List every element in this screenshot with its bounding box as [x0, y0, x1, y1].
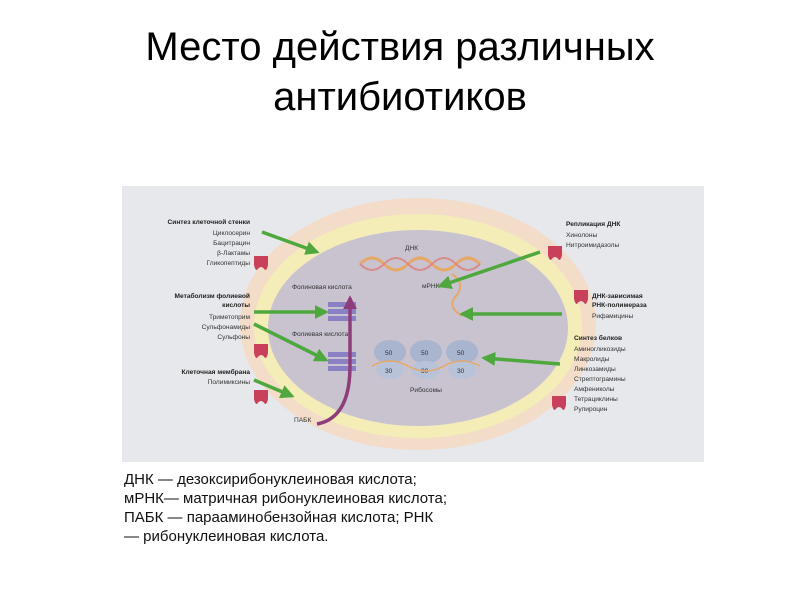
protein-item-1: Аминогликозиды [574, 346, 626, 353]
cell-wall-item-1: Циклосерин [213, 230, 250, 237]
protein-synthesis-heading: Синтез белков [574, 334, 622, 342]
legend-line-3: ПАБК — парааминобензойная кислота; РНК [124, 509, 434, 526]
folate-heading-2: кислоты [222, 302, 250, 309]
protein-item-3: Линкозамиды [574, 366, 616, 373]
paba-label: ПАБК [294, 417, 311, 424]
dna-label: ДНК [405, 245, 418, 252]
protein-item-7: Рупироцин [574, 406, 608, 413]
ribosome-3-large: 50 [457, 350, 465, 357]
folate-item-1: Триметоприм [209, 314, 251, 321]
protein-synthesis-group: Синтез белков Аминогликозиды Макролиды Л… [552, 334, 626, 413]
paba-arrow [316, 295, 357, 426]
cell-wall-item-4: Гликопептиды [207, 260, 251, 267]
title-line-1: Место действия различных [145, 25, 655, 69]
title-line-2: антибиотиков [273, 75, 527, 119]
mrna-label: мРНК [422, 283, 440, 290]
dna-replication-item-2: Нитроимидазолы [566, 242, 619, 249]
folinic-acid-label: Фолиновая кислота [292, 284, 352, 291]
arrow-protein-synthesis [481, 351, 561, 366]
rna-polymerase-heading-1: ДНК-зависимая [592, 293, 643, 300]
dna-replication-heading: Репликация ДНК [566, 221, 621, 228]
dna-replication-group: Репликация ДНК Хинолоны Нитроимидазолы [548, 221, 621, 260]
legend-line-1: ДНК — дезоксирибонуклеиновая кислота; [124, 471, 417, 488]
ribosome-1: 50 30 [374, 340, 406, 379]
cell-wall-synthesis-heading: Синтез клеточной стенки [168, 218, 251, 226]
protein-item-5: Амфениколы [574, 386, 615, 393]
mrna-ribosome-strand [371, 360, 481, 372]
dna-replication-item-1: Хинолоны [566, 232, 597, 239]
legend-line-2: мРНК— матричная рибонуклеиновая кислота; [124, 490, 447, 507]
cell-wall-item-2: Бацитрацин [213, 240, 250, 247]
antibiotic-action-diagram: ДНК мРНК Фолиновая кислота Фолиевая кисл… [122, 186, 704, 462]
slide-title: Место действия различных антибиотиков [0, 22, 800, 122]
ribosome-2-large: 50 [421, 350, 429, 357]
rna-polymerase-group: ДНК-зависимая РНК-полимераза Рифамицины [574, 290, 647, 320]
folic-acid-label: Фолиевая кислота [292, 331, 348, 338]
ribosomes-label: Рибосомы [410, 386, 442, 394]
arrow-membrane [253, 378, 295, 399]
membrane-heading: Клеточная мембрана [181, 368, 250, 376]
arrow-cell-wall [261, 230, 320, 255]
membrane-item-1: Полимиксины [208, 379, 251, 386]
arrow-folate-2 [253, 322, 329, 362]
ribosome-1-small: 30 [385, 368, 393, 375]
dna-helix [358, 256, 482, 272]
cell-wall-synthesis-group: Синтез клеточной стенки Циклосерин Бацит… [168, 218, 268, 270]
arrow-dna-replication [437, 250, 541, 290]
ribosome-2: 50 30 [410, 340, 442, 379]
protein-item-2: Макролиды [574, 356, 610, 363]
protein-item-6: Тетрациклины [574, 396, 618, 403]
folate-item-2: Сульфонамиды [202, 324, 251, 331]
ribosome-3-small: 30 [457, 368, 465, 375]
protein-item-4: Стрептограмины [574, 376, 626, 383]
cytoplasm [268, 230, 568, 426]
folate-heading-1: Метаболизм фолиевой [175, 292, 250, 300]
folate-enzyme-block-2 [328, 352, 356, 371]
folate-item-3: Сульфоны [217, 334, 250, 341]
diagram-svg: ДНК мРНК Фолиновая кислота Фолиевая кисл… [122, 186, 704, 462]
folate-metabolism-group: Метаболизм фолиевой кислоты Триметоприм … [175, 292, 268, 358]
rna-polymerase-item-1: Рифамицины [592, 313, 633, 320]
legend-line-4: — рибонуклеиновая кислота. [124, 528, 329, 545]
ribosome-1-large: 50 [385, 350, 393, 357]
abbreviations-legend: ДНК — дезоксирибонуклеиновая кислота; мР… [124, 470, 544, 546]
rna-polymerase-heading-2: РНК-полимераза [592, 302, 647, 309]
cell-membrane-group: Клеточная мембрана Полимиксины [181, 368, 268, 404]
folate-enzyme-block-1 [328, 302, 356, 321]
ribosome-3: 50 30 [446, 340, 478, 379]
cell-wall-item-3: β-Лактамы [217, 250, 250, 257]
